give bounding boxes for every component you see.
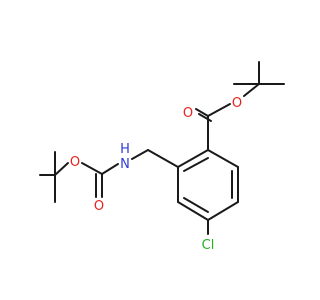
bond	[207, 149, 239, 168]
molecule-structure: O O H N O O Cl	[39, 61, 285, 253]
bond	[195, 108, 209, 117]
bond	[131, 149, 149, 160]
bond	[183, 197, 209, 213]
bond	[81, 162, 103, 175]
atom-label-chlorine: Cl	[202, 238, 215, 253]
bond	[54, 162, 69, 176]
bond	[147, 149, 179, 168]
bond	[243, 83, 260, 97]
atom-label-oxygen: O	[183, 106, 193, 121]
bond-lines	[39, 61, 285, 235]
bond	[198, 113, 212, 122]
atom-label-hydrogen: H	[120, 142, 130, 157]
bond	[177, 149, 209, 168]
bond	[183, 157, 209, 172]
atom-label-oxygen: O	[70, 155, 80, 170]
atom-label-oxygen: O	[232, 96, 242, 111]
atom-label-oxygen: O	[94, 199, 104, 214]
atom-labels: O O H N O O Cl	[70, 96, 242, 253]
bond	[177, 201, 209, 221]
atom-label-nitrogen: N	[120, 157, 130, 172]
bond	[101, 163, 119, 175]
bond	[207, 201, 239, 221]
bond	[207, 103, 231, 117]
